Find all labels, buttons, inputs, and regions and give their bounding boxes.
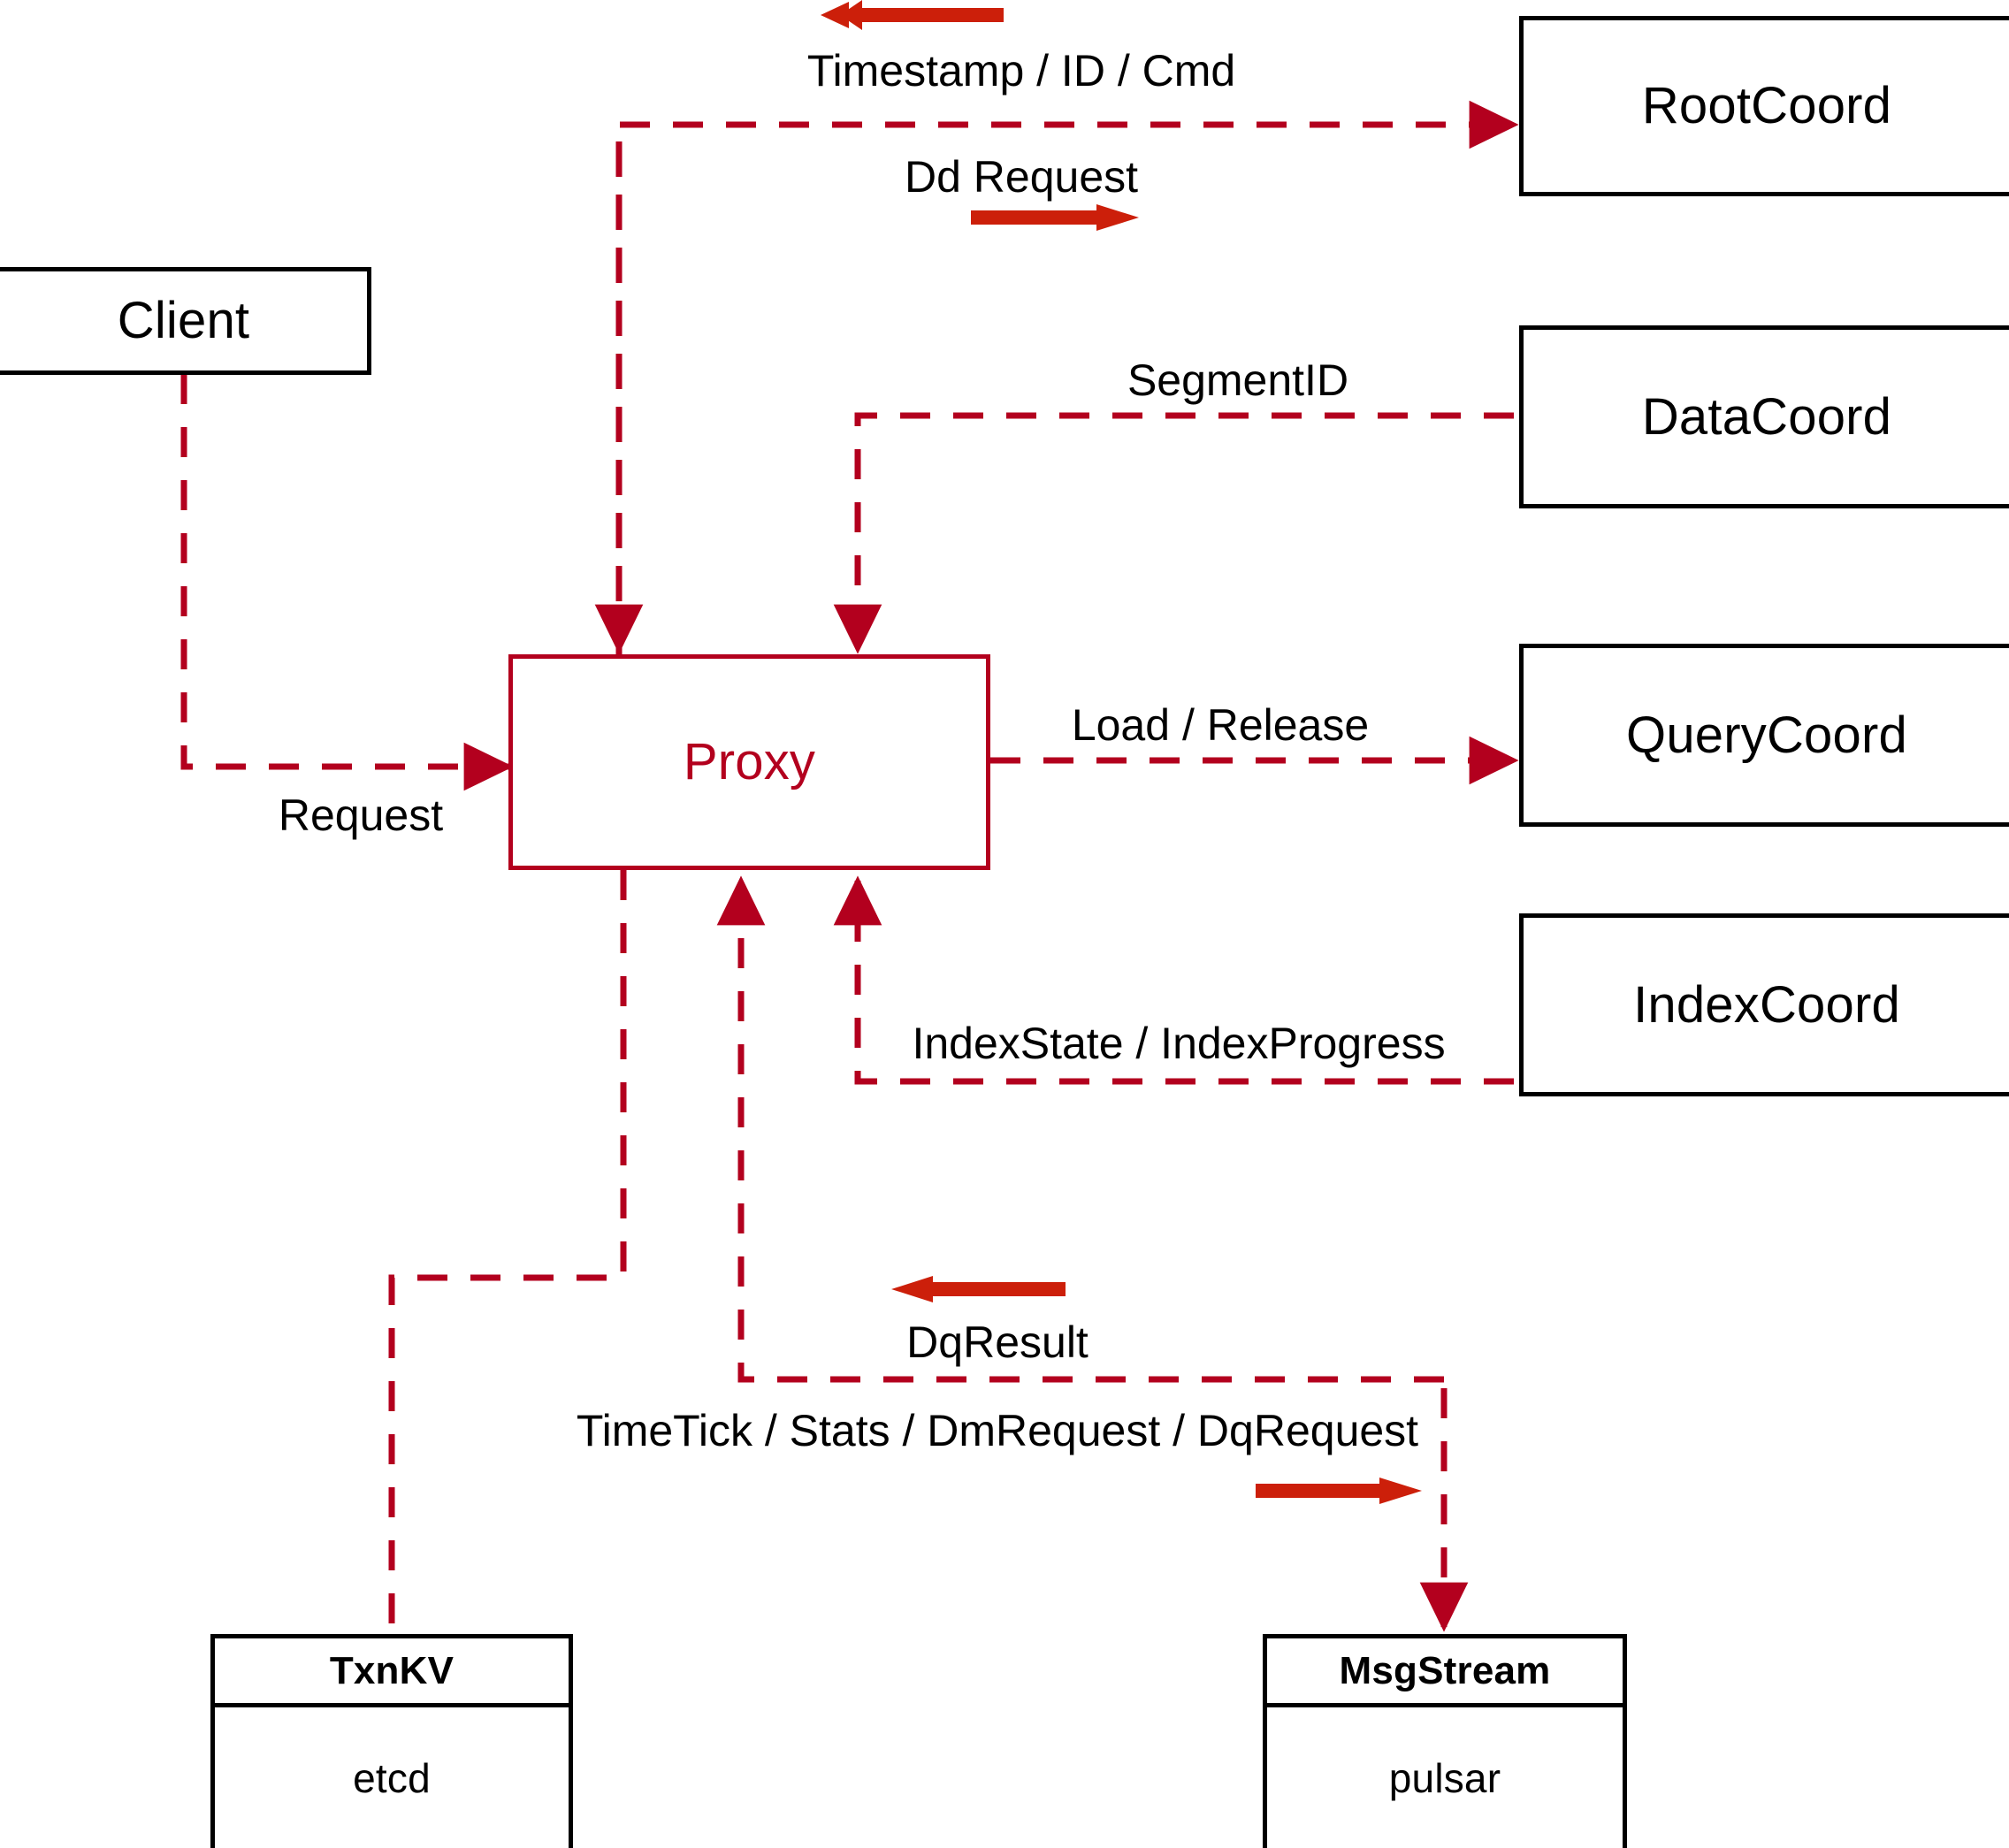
node-rootcoord-label: RootCoord xyxy=(1641,77,1892,134)
direction-arrow-timestamp xyxy=(821,0,1004,30)
edge-label-request: Request xyxy=(278,790,444,840)
node-proxy[interactable]: Proxy xyxy=(508,654,990,870)
edge-label-segmentid: SegmentID xyxy=(1127,355,1349,405)
direction-arrow-dqresult xyxy=(891,1276,1066,1302)
edge-label-dd-request: Dd Request xyxy=(904,152,1139,202)
edge-label-timestamp-id-cmd: Timestamp / ID / Cmd xyxy=(806,46,1236,95)
node-querycoord[interactable]: QueryCoord xyxy=(1519,644,2009,827)
node-txnkv-header: TxnKV xyxy=(215,1638,569,1707)
wire-indexcoord-to-proxy xyxy=(833,875,1514,1085)
node-txnkv-title: TxnKV xyxy=(329,1648,455,1692)
edge-label-timetick-stats-dm-dq: TimeTick / Stats / DmRequest / DqRequest xyxy=(576,1406,1419,1455)
wire-proxy-to-rootcoord xyxy=(615,100,1519,654)
direction-arrow-dm-dq-request xyxy=(1256,1478,1422,1504)
node-msgstream-title: MsgStream xyxy=(1339,1648,1551,1692)
edge-label-dqresult: DqResult xyxy=(906,1317,1089,1367)
direction-arrow-group xyxy=(821,0,1422,1504)
node-client[interactable]: Client xyxy=(0,267,371,375)
node-client-label: Client xyxy=(117,292,250,349)
node-indexcoord[interactable]: IndexCoord xyxy=(1519,913,2009,1096)
node-rootcoord[interactable]: RootCoord xyxy=(1519,16,2009,196)
node-datacoord-label: DataCoord xyxy=(1641,387,1892,446)
node-txnkv-impl: etcd xyxy=(353,1754,431,1801)
edge-label-indexstate-indexprogress: IndexState / IndexProgress xyxy=(912,1019,1446,1068)
wire-datacoord-to-proxy xyxy=(833,412,1514,654)
direction-arrow-dd-request xyxy=(971,204,1139,231)
node-proxy-label: Proxy xyxy=(683,733,816,790)
node-querycoord-label: QueryCoord xyxy=(1626,706,1907,764)
node-txnkv-body: etcd xyxy=(215,1707,569,1848)
node-msgstream-body: pulsar xyxy=(1267,1707,1623,1848)
wire-msgstream-to-proxy xyxy=(716,875,1444,1383)
node-msgstream[interactable]: MsgStream pulsar xyxy=(1263,1634,1627,1848)
wire-client-to-proxy xyxy=(180,374,514,791)
node-datacoord[interactable]: DataCoord xyxy=(1519,325,2009,508)
node-msgstream-header: MsgStream xyxy=(1267,1638,1623,1707)
node-txnkv[interactable]: TxnKV etcd xyxy=(210,1634,573,1848)
node-msgstream-impl: pulsar xyxy=(1388,1754,1501,1801)
node-indexcoord-label: IndexCoord xyxy=(1633,975,1900,1034)
edge-label-load-release: Load / Release xyxy=(1071,700,1370,750)
wire-proxy-to-txnkv xyxy=(388,870,627,1634)
